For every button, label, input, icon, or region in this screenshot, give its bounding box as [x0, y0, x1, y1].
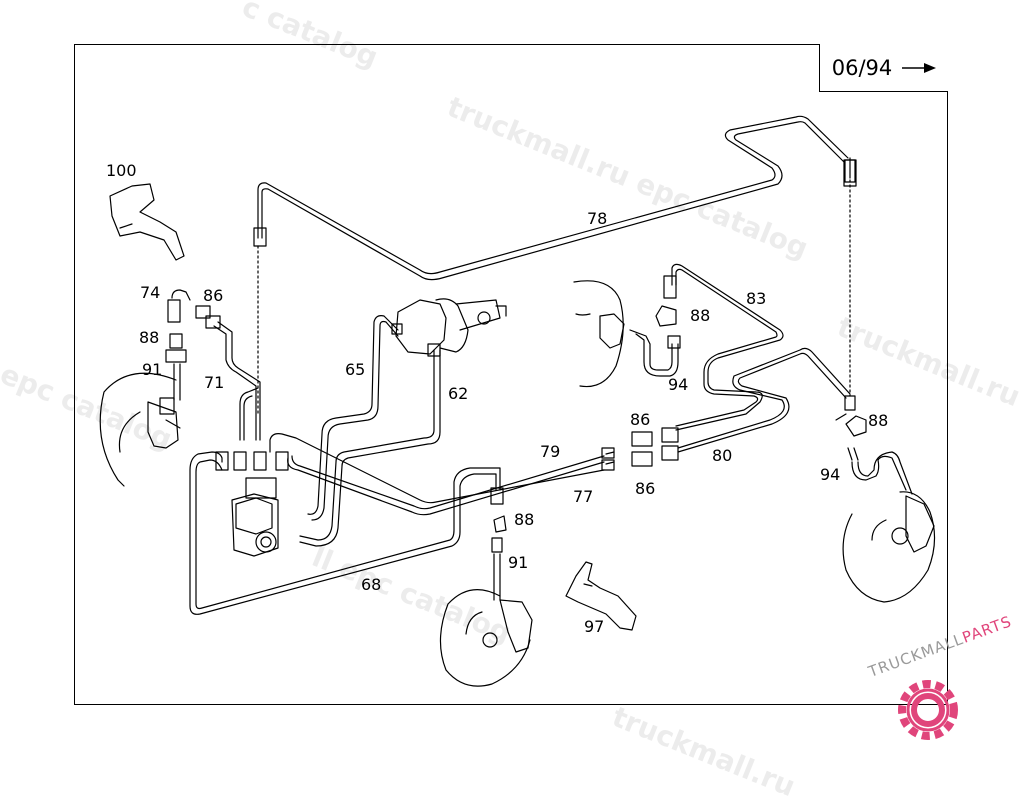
brake-booster — [391, 298, 507, 357]
fitting — [253, 227, 267, 247]
callout-94: 94 — [820, 465, 841, 484]
brake-disc-left — [99, 372, 181, 487]
brake-line-65 — [307, 315, 399, 521]
arrow-right-icon — [902, 62, 937, 73]
callout-91: 91 — [508, 553, 529, 572]
brake-line-83 — [671, 263, 784, 431]
brake-line-68 — [189, 451, 504, 615]
brake-line-78 — [257, 115, 856, 281]
callout-86: 86 — [203, 286, 224, 305]
brake-disc-top-right — [573, 275, 681, 388]
callout-91: 91 — [142, 360, 163, 379]
diagram-frame — [74, 44, 948, 705]
callout-71: 71 — [204, 373, 225, 392]
callout-77: 77 — [573, 487, 594, 506]
callout-65: 65 — [345, 360, 366, 379]
callout-97: 97 — [584, 617, 605, 636]
callout-86: 86 — [635, 479, 656, 498]
brake-disc-bottom — [439, 515, 533, 687]
bracket-100 — [109, 183, 185, 261]
brake-line-79-77 — [269, 433, 615, 516]
brake-line-62 — [299, 349, 441, 547]
callout-80: 80 — [712, 446, 733, 465]
callout-74: 74 — [140, 283, 161, 302]
callout-88: 88 — [139, 328, 160, 347]
callout-94: 94 — [668, 375, 689, 394]
revision-label: 06/94 — [831, 55, 893, 80]
bracket-97 — [565, 561, 637, 631]
callout-83: 83 — [746, 289, 767, 308]
truckmall-logo — [898, 680, 958, 740]
callout-62: 62 — [448, 384, 469, 403]
hose-74 — [159, 289, 221, 415]
callout-88: 88 — [690, 306, 711, 325]
gear-icon — [898, 680, 958, 740]
callout-86: 86 — [630, 410, 651, 429]
revision-box: 06/94 — [819, 44, 948, 92]
callout-68: 68 — [361, 575, 382, 594]
brake-line-71 — [213, 321, 261, 441]
callout-100: 100 — [106, 161, 137, 180]
brake-line-diagram — [99, 115, 936, 687]
callout-88: 88 — [514, 510, 535, 529]
brake-disc-right — [835, 413, 936, 603]
brake-line-80 — [677, 179, 856, 453]
abs-hydraulic-unit — [231, 477, 279, 557]
callout-78: 78 — [587, 209, 608, 228]
callout-79: 79 — [540, 442, 561, 461]
callout-88: 88 — [868, 411, 889, 430]
